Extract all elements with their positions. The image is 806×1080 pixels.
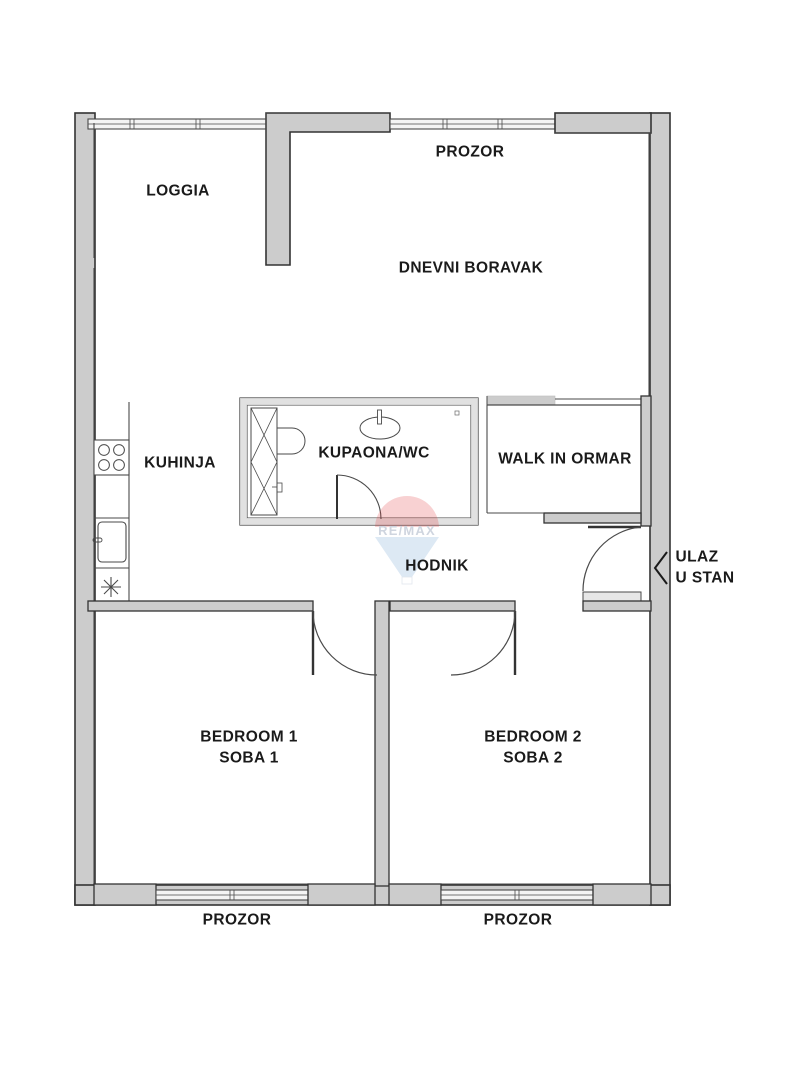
- outer-walls: [74, 112, 671, 906]
- bedroom-doors: [311, 610, 517, 676]
- bottom-windows: [93, 883, 652, 906]
- svg-text:RE/MAX: RE/MAX: [378, 523, 436, 538]
- bathroom-block: [239, 397, 479, 526]
- hallway-bedroom-wall: [87, 600, 652, 887]
- kitchen-fixtures: [92, 402, 130, 610]
- remax-watermark: RE/MAX: [374, 496, 440, 585]
- top-wall-and-windows: [87, 112, 652, 400]
- entrance-door: [582, 525, 642, 602]
- mid-horizontal-wall: [486, 395, 651, 406]
- entrance-arrow-icon: [653, 551, 668, 585]
- walk-in-closet-walls: [486, 395, 652, 527]
